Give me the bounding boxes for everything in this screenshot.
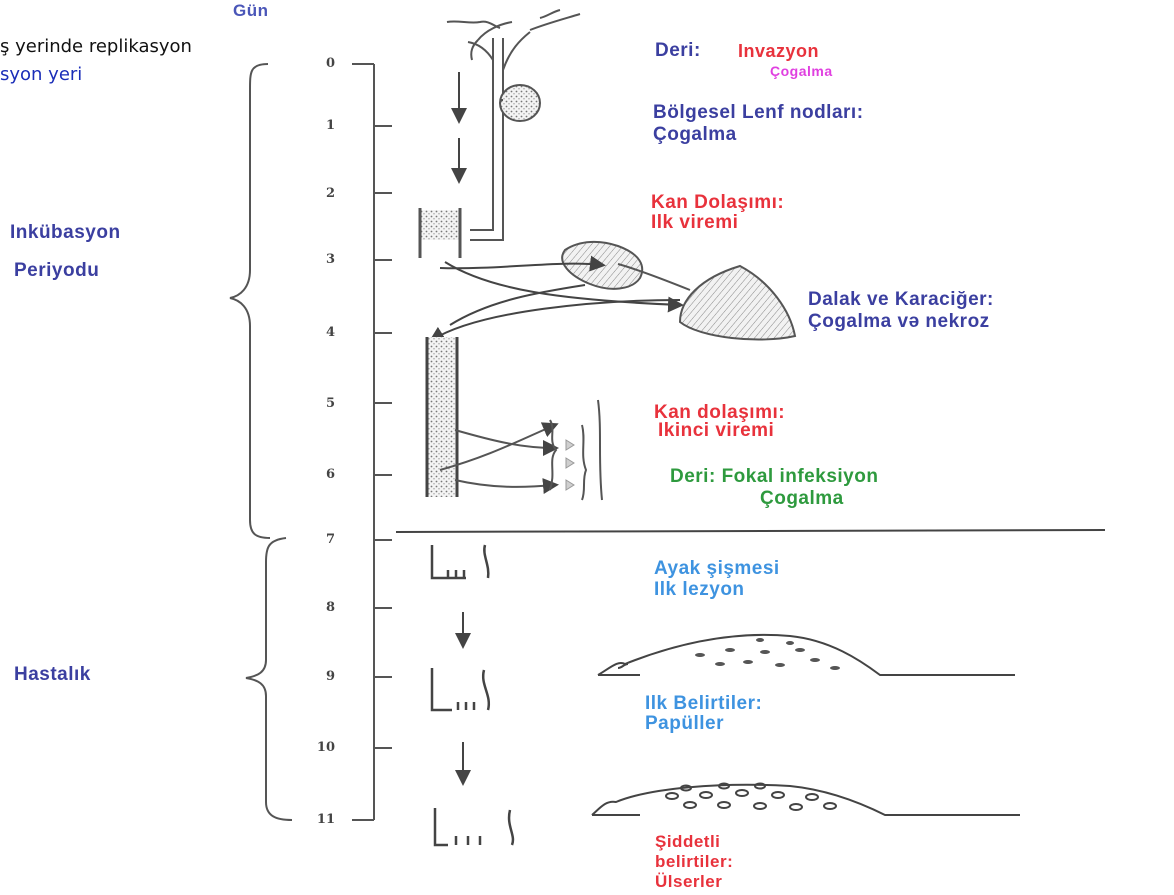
first-viremia-label-line2: Ilk viremi <box>651 212 738 234</box>
incubation-brace <box>230 64 270 538</box>
day-5: 5 <box>305 396 335 411</box>
second-viremia-label-line2: Ikinci viremi <box>658 420 774 442</box>
time-axis <box>352 64 392 820</box>
focal-infection-label-line1: Deri: Fokal infeksiyon <box>670 466 878 488</box>
lymph-node <box>500 85 540 121</box>
skin-entry-label: Deri: <box>655 40 701 62</box>
overlay-text-line2: syon yeri <box>0 64 82 86</box>
lesion-symbols <box>432 545 513 845</box>
day-9: 9 <box>305 669 335 684</box>
lymph-node-label-line1: Bölgesel Lenf nodları: <box>653 102 864 124</box>
foot-swelling-label-line2: Ilk lezyon <box>654 579 745 601</box>
disease-brace <box>246 538 292 820</box>
foot-swelling-label-line1: Ayak şişmesi <box>654 558 780 580</box>
day-axis-label: Gün <box>233 0 269 22</box>
day-8: 8 <box>305 600 335 615</box>
ulcer-skin-illustration <box>592 784 1020 816</box>
lymph-node-label-line2: Çogalma <box>653 124 737 146</box>
skin-multiplication-label: Çogalma <box>770 60 833 82</box>
first-viremia-label-line1: Kan Dolaşımı: <box>651 192 784 214</box>
overlay-text-line1: ş yerinde replikasyon <box>0 36 192 58</box>
progression-arrows <box>459 72 465 782</box>
severe-signs-label-line1: Şiddetli <box>655 832 720 851</box>
day-11: 11 <box>305 812 335 827</box>
day-3: 3 <box>305 252 335 267</box>
liver-illustration <box>680 266 795 340</box>
focal-infection-label-line2: Çogalma <box>760 488 844 510</box>
first-signs-label-line1: Ilk Belirtiler: <box>645 693 762 715</box>
papule-skin-illustration <box>598 635 1015 675</box>
period-separator <box>396 530 1105 532</box>
skin-entry-illustration <box>447 10 580 240</box>
day-7: 7 <box>305 532 335 547</box>
first-signs-label-line2: Papüller <box>645 713 724 735</box>
day-4: 4 <box>305 325 335 340</box>
spleen-liver-label-line1: Dalak ve Karaciğer: <box>808 289 994 311</box>
disease-label: Hastalık <box>14 664 91 686</box>
spleen-illustration <box>562 242 642 289</box>
skin-invasion-label: Invazyon <box>738 40 819 62</box>
day-2: 2 <box>305 186 335 201</box>
blood-vessel <box>427 337 457 497</box>
severe-signs-label-line2: belirtiler: <box>655 852 733 871</box>
day-0: 0 <box>305 56 335 71</box>
day-6: 6 <box>305 467 335 482</box>
incubation-label-line1: Inkübasyon <box>10 222 121 244</box>
spleen-liver-label-line2: Çogalma və nekroz <box>808 311 990 333</box>
day-1: 1 <box>305 118 335 133</box>
severe-signs-label-line3: Ülserler <box>655 872 722 891</box>
incubation-label-line2: Periyodu <box>14 260 99 282</box>
day-10: 10 <box>305 740 335 755</box>
